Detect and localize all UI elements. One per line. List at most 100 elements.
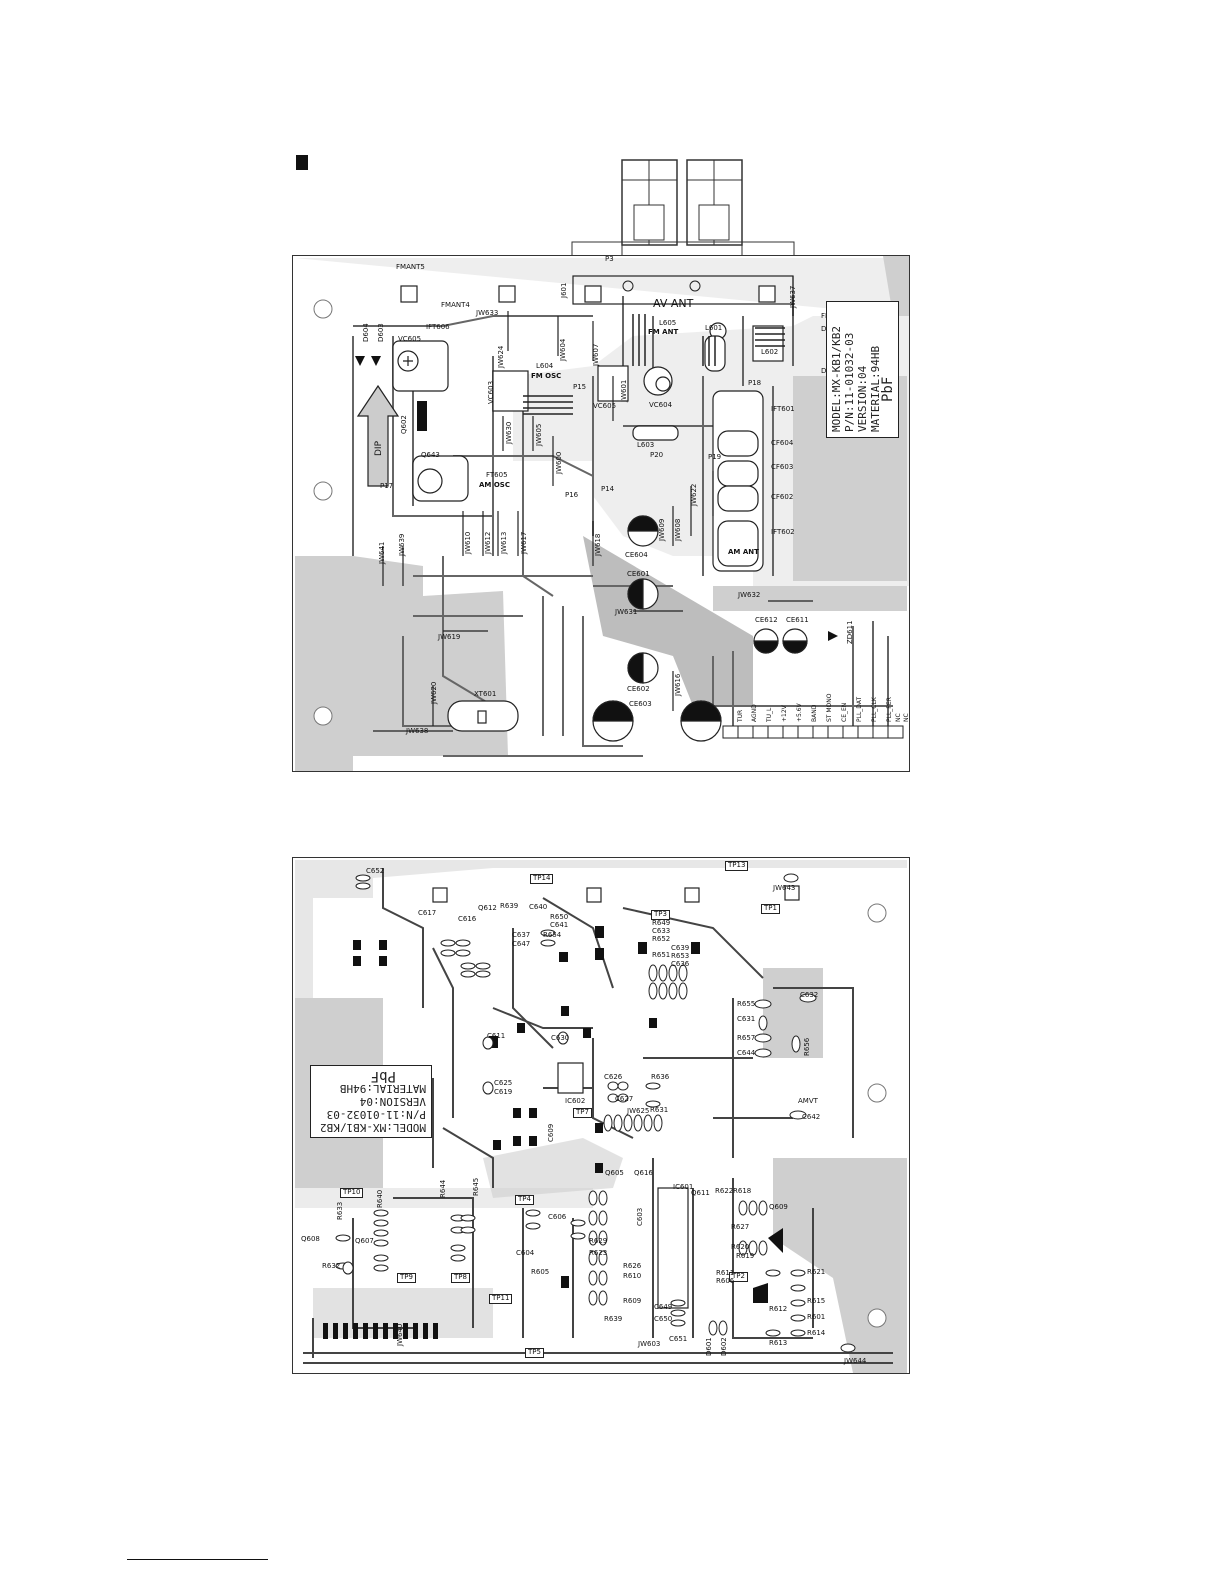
label-c651: C651	[669, 1335, 688, 1343]
label-jw619: JW619	[438, 633, 461, 641]
label-vc603: VC603	[487, 380, 495, 404]
pin-label: PLL_CLK	[871, 697, 878, 722]
label-l602: L602	[761, 348, 779, 356]
label-q616: Q616	[634, 1169, 653, 1177]
label-c604: C604	[516, 1249, 535, 1257]
label-r612: R612	[769, 1305, 788, 1313]
label-jw616: JW616	[674, 673, 682, 696]
label-r621: R621	[807, 1268, 826, 1276]
label-r610: R610	[623, 1272, 642, 1280]
label-cf603: CF603	[771, 463, 794, 471]
label-jw601: JW601	[620, 379, 628, 402]
label-c630: C630	[551, 1034, 570, 1042]
label-ic602: IC602	[565, 1097, 586, 1105]
pin-label: TU_L	[766, 707, 773, 722]
bottom-pcb-board: TP13 TP14 TP3 TP1 TP7 TP10 TP4 TP2 TP9 T…	[292, 857, 910, 1374]
label-jw617: JW617	[520, 531, 528, 554]
label-vc605: VC605	[398, 335, 422, 343]
test-point-tp7: TP7	[573, 1108, 592, 1118]
test-point-tp1: TP1	[761, 904, 780, 914]
label-r614: R614	[807, 1329, 826, 1337]
label-p14: P14	[601, 485, 615, 493]
label-jw609: JW609	[658, 518, 666, 541]
test-point-tp8: TP8	[451, 1273, 470, 1283]
label-jw603: JW603	[638, 1340, 661, 1348]
label-c609: C609	[547, 1123, 555, 1142]
part-number-line: P/N:11-01032-03	[326, 1108, 426, 1121]
label-jw607: JW607	[592, 343, 600, 366]
bottom-board-artwork	[295, 860, 907, 1373]
label-r613: R613	[769, 1339, 788, 1347]
label-ce611: CE611	[786, 616, 809, 624]
label-jw600: JW600	[555, 451, 563, 474]
pin-label: +5.6V	[796, 703, 803, 722]
label-l603: L603	[637, 441, 655, 449]
label-j601: J601	[560, 282, 568, 298]
label-c631: C631	[737, 1015, 756, 1023]
label-q609: Q609	[769, 1203, 788, 1211]
label-l604: L604	[536, 362, 554, 370]
label-d604: D604	[362, 323, 370, 342]
label-jw612: JW612	[484, 531, 492, 554]
label-r626: R626	[623, 1262, 642, 1270]
label-q612: Q612	[478, 904, 497, 912]
pin-label: TUR	[737, 709, 744, 722]
pin-label: NC	[903, 713, 910, 722]
label-ce602: CE602	[627, 685, 650, 693]
label-p16: P16	[565, 491, 579, 499]
label-jw641: JW641	[378, 541, 386, 564]
label-c649: C649	[654, 1303, 673, 1311]
label-jw643: JW643	[773, 884, 796, 892]
label-ift606: IFT606	[426, 323, 450, 331]
label-ce601: CE601	[627, 570, 650, 578]
label-fmant4: FMANT4	[441, 301, 470, 309]
test-point-tp10: TP10	[340, 1188, 364, 1198]
label-dip: DIP	[374, 440, 384, 456]
label-r609: R609	[623, 1297, 642, 1305]
label-ift602: IFT602	[771, 528, 795, 536]
test-point-tp13: TP13	[725, 861, 749, 871]
label-cf604: CF604	[771, 439, 794, 447]
label-c636: C636	[671, 960, 690, 968]
label-p3: P3	[605, 255, 614, 263]
label-r645: R645	[472, 1177, 480, 1196]
label-zd611: ZD611	[846, 620, 854, 644]
label-r611: R611	[716, 1269, 735, 1277]
label-fm-ant: FM ANT	[648, 328, 679, 336]
label-r632: R632	[322, 1262, 341, 1270]
label-jw638: JW638	[406, 727, 429, 735]
label-r601: R601	[807, 1313, 826, 1321]
version-line: VERSION:04	[856, 365, 869, 432]
pin-label: +12V	[781, 705, 788, 722]
label-c642: C642	[802, 1113, 821, 1121]
test-point-tp11: TP11	[489, 1294, 513, 1304]
label-r651: R651	[652, 951, 671, 959]
label-c647: C647	[512, 940, 531, 948]
label-c650: C650	[654, 1315, 673, 1323]
label-r639: R639	[500, 902, 519, 910]
pin-label: ST MONO	[826, 693, 833, 723]
label-c619: C619	[494, 1088, 513, 1096]
footer-rule	[127, 1559, 268, 1560]
label-ft605: FT605	[486, 471, 508, 479]
label-r627: R627	[731, 1223, 750, 1231]
label-r655: R655	[737, 1000, 756, 1008]
label-jw633: JW633	[476, 309, 499, 317]
label-xt601: XT601	[474, 690, 497, 698]
label-c639: C639	[671, 944, 690, 952]
label-c640: C640	[529, 903, 548, 911]
label-jw639: JW639	[398, 533, 406, 556]
label-ift601: IFT601	[771, 405, 795, 413]
label-r615: R615	[807, 1297, 826, 1305]
test-point-tp14: TP14	[530, 874, 554, 884]
label-jw618: JW618	[594, 533, 602, 556]
label-d603: D603	[377, 323, 385, 342]
pin-label: PLL_PER	[886, 697, 893, 722]
model-info-block-mirrored: MODEL:MX-KB1/KB2 P/N:11-01032-03 VERSION…	[310, 1065, 432, 1138]
label-c633: C633	[652, 927, 671, 935]
label-jw620: JW620	[430, 681, 438, 704]
label-c616: C616	[458, 915, 477, 923]
label-fmant5: FMANT5	[396, 263, 425, 271]
label-r605: R605	[531, 1268, 550, 1276]
label-c644: C644	[737, 1049, 756, 1057]
